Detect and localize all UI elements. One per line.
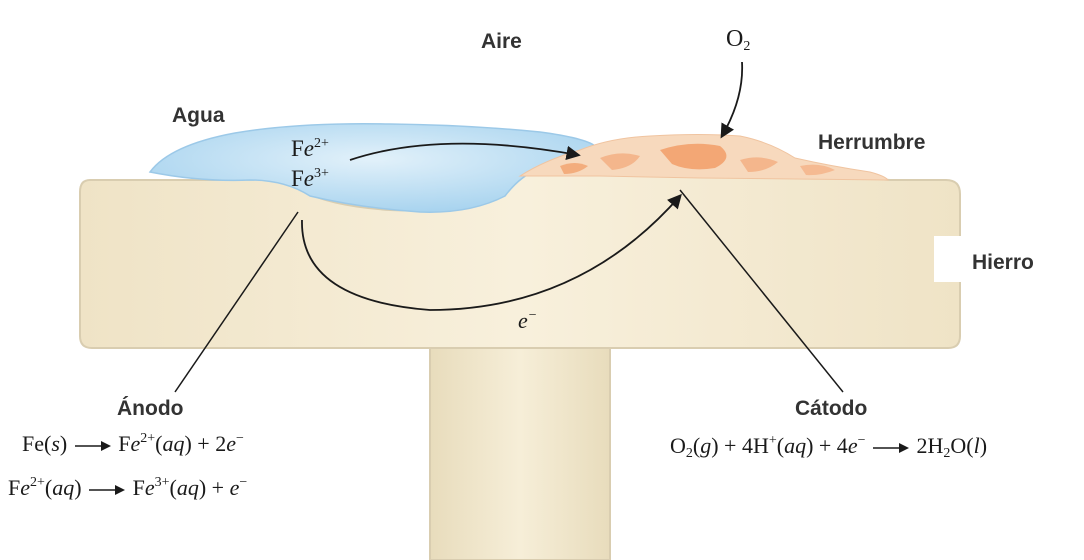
cathode-leader-line xyxy=(679,189,844,393)
catodo-label: Cátodo xyxy=(795,397,868,420)
agua-label: Agua xyxy=(172,104,225,127)
ion-migration-arrow xyxy=(349,142,581,161)
fe3-ion-label: Fe3+ xyxy=(291,166,329,191)
electron-label: e− xyxy=(518,308,538,333)
rust-spot xyxy=(800,164,835,176)
anodo-label: Ánodo xyxy=(117,397,184,420)
rust-spot xyxy=(560,163,588,174)
fe2-ion-label: Fe2+ xyxy=(291,136,329,161)
rust-spot xyxy=(660,143,727,170)
hierro-label-backdrop xyxy=(934,236,994,282)
rust-spot xyxy=(740,157,778,172)
anode-reaction-2: Fe2+(aq) Fe3+(aq) + e− xyxy=(8,475,248,500)
anode-leader-line xyxy=(174,211,299,393)
oxygen-arrow xyxy=(720,61,744,139)
iron-stem xyxy=(429,339,611,560)
herrumbre-label: Herrumbre xyxy=(818,131,926,154)
reaction-arrow-icon xyxy=(872,442,909,453)
o2-label: O2 xyxy=(726,26,751,54)
hierro-label: Hierro xyxy=(972,251,1034,274)
anode-reaction-1: Fe(s) Fe2+(aq) + 2e− xyxy=(22,431,244,456)
rust-spot xyxy=(600,153,640,170)
reaction-arrow-icon xyxy=(74,440,111,451)
electron-flow-arrow xyxy=(301,193,682,311)
reaction-arrow-icon xyxy=(89,484,126,495)
aire-label: Aire xyxy=(481,30,522,53)
cathode-reaction: O2(g) + 4H+(aq) + 4e− 2H2O(l) xyxy=(670,433,988,461)
